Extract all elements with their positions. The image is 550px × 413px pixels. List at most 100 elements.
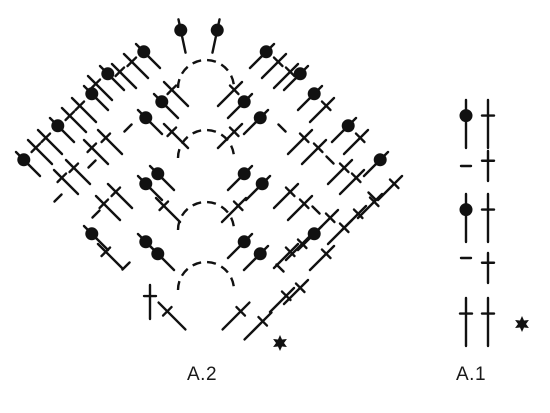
bead-treble-symbol [98, 64, 126, 92]
treble-symbol [82, 138, 110, 166]
chain-symbol [277, 123, 287, 133]
bead-dot [237, 95, 251, 109]
treble-stem [243, 311, 273, 341]
bead-dot [459, 203, 473, 217]
treble-crossbar [166, 126, 178, 138]
treble-crossbar [110, 186, 122, 198]
treble-symbol [308, 244, 336, 272]
treble-crossbar [298, 132, 310, 144]
treble-stem [376, 174, 404, 202]
treble-symbol [221, 301, 251, 331]
bead-treble-symbol [226, 232, 254, 260]
treble-stem [260, 52, 288, 80]
treble-stem [272, 242, 300, 270]
treble-symbol [480, 98, 496, 150]
treble-symbol [220, 196, 248, 224]
treble-crossbar [158, 200, 170, 212]
treble-symbol [70, 96, 98, 124]
bead-dot [85, 87, 99, 101]
bead-dot [139, 177, 153, 191]
treble-crossbar [368, 196, 380, 208]
treble-symbol [142, 283, 158, 321]
chain-symbol [53, 193, 63, 203]
treble-stem [60, 106, 88, 134]
treble-symbol [308, 96, 336, 124]
bead-dot [237, 235, 251, 249]
diagram-a2 [14, 18, 404, 351]
treble-crossbar [338, 162, 350, 174]
treble-symbol [52, 168, 80, 196]
treble-stem [64, 158, 92, 186]
treble-stem [284, 234, 312, 262]
treble-symbol [272, 62, 300, 90]
treble-stem [300, 138, 328, 166]
treble-crossbar [74, 100, 86, 112]
treble-crossbar [294, 282, 306, 294]
treble-stem [154, 196, 182, 224]
treble-symbol [86, 74, 114, 102]
treble-stem [96, 242, 124, 270]
treble-stem [220, 196, 248, 224]
treble-symbol [60, 106, 88, 134]
diagram-a2-label: A.2 [187, 364, 218, 385]
treble-symbol [286, 194, 314, 222]
treble-crossbar [312, 142, 324, 154]
treble-crossbar [30, 142, 42, 154]
treble-stem [216, 80, 244, 108]
bead-treble-symbol [296, 84, 324, 112]
treble-symbol [162, 80, 190, 108]
treble-symbol [342, 128, 370, 156]
treble-symbol [216, 80, 244, 108]
bead-treble-symbol [226, 92, 254, 120]
bead-dot [85, 227, 99, 241]
diagram-a1-label: A.1 [456, 364, 487, 385]
bead-dot [253, 111, 267, 125]
treble-symbol [154, 196, 182, 224]
treble-crossbar [86, 142, 98, 154]
bead-dot [253, 247, 267, 261]
treble-crossbar [272, 56, 284, 68]
treble-stem [106, 182, 134, 210]
treble-symbol [157, 301, 187, 331]
bead-treble-symbol [242, 108, 270, 136]
bead-treble-symbol [330, 116, 358, 144]
bead-treble-symbol [459, 192, 473, 244]
bead-treble-symbol [296, 224, 324, 252]
treble-crossbar [228, 84, 240, 96]
treble-symbol [122, 52, 150, 80]
treble-symbol [356, 192, 384, 220]
treble-symbol [96, 128, 124, 156]
treble-crossbar [114, 66, 126, 78]
bead-treble-symbol [242, 244, 270, 272]
treble-crossbar [296, 238, 308, 250]
treble-stem [342, 128, 370, 156]
treble-stem [282, 278, 310, 306]
star-marker [273, 335, 287, 351]
chain-arc [176, 128, 236, 159]
treble-symbol [282, 278, 310, 306]
treble-crossbar [90, 78, 102, 90]
treble-symbol [96, 242, 124, 270]
treble-stem [221, 301, 251, 331]
treble-stem [82, 138, 110, 166]
treble-symbol [458, 296, 474, 348]
treble-crossbar [298, 198, 310, 210]
bead-dot [17, 153, 31, 167]
treble-crossbar [56, 172, 68, 184]
treble-symbol [326, 158, 354, 186]
treble-crossbar [166, 84, 178, 96]
treble-stem [70, 96, 98, 124]
bead-dot [101, 67, 115, 81]
treble-crossbar [232, 200, 244, 212]
treble-symbol [272, 182, 300, 210]
bead-dot [174, 23, 188, 37]
treble-crossbar [40, 132, 52, 144]
chain-symbol [325, 155, 335, 165]
treble-crossbar [324, 212, 336, 224]
bead-treble-symbol [226, 164, 254, 192]
treble-stem [340, 204, 368, 232]
treble-symbol [26, 138, 54, 166]
treble-symbol [106, 182, 134, 210]
treble-crossbar [354, 132, 366, 144]
treble-crossbar [98, 198, 110, 210]
